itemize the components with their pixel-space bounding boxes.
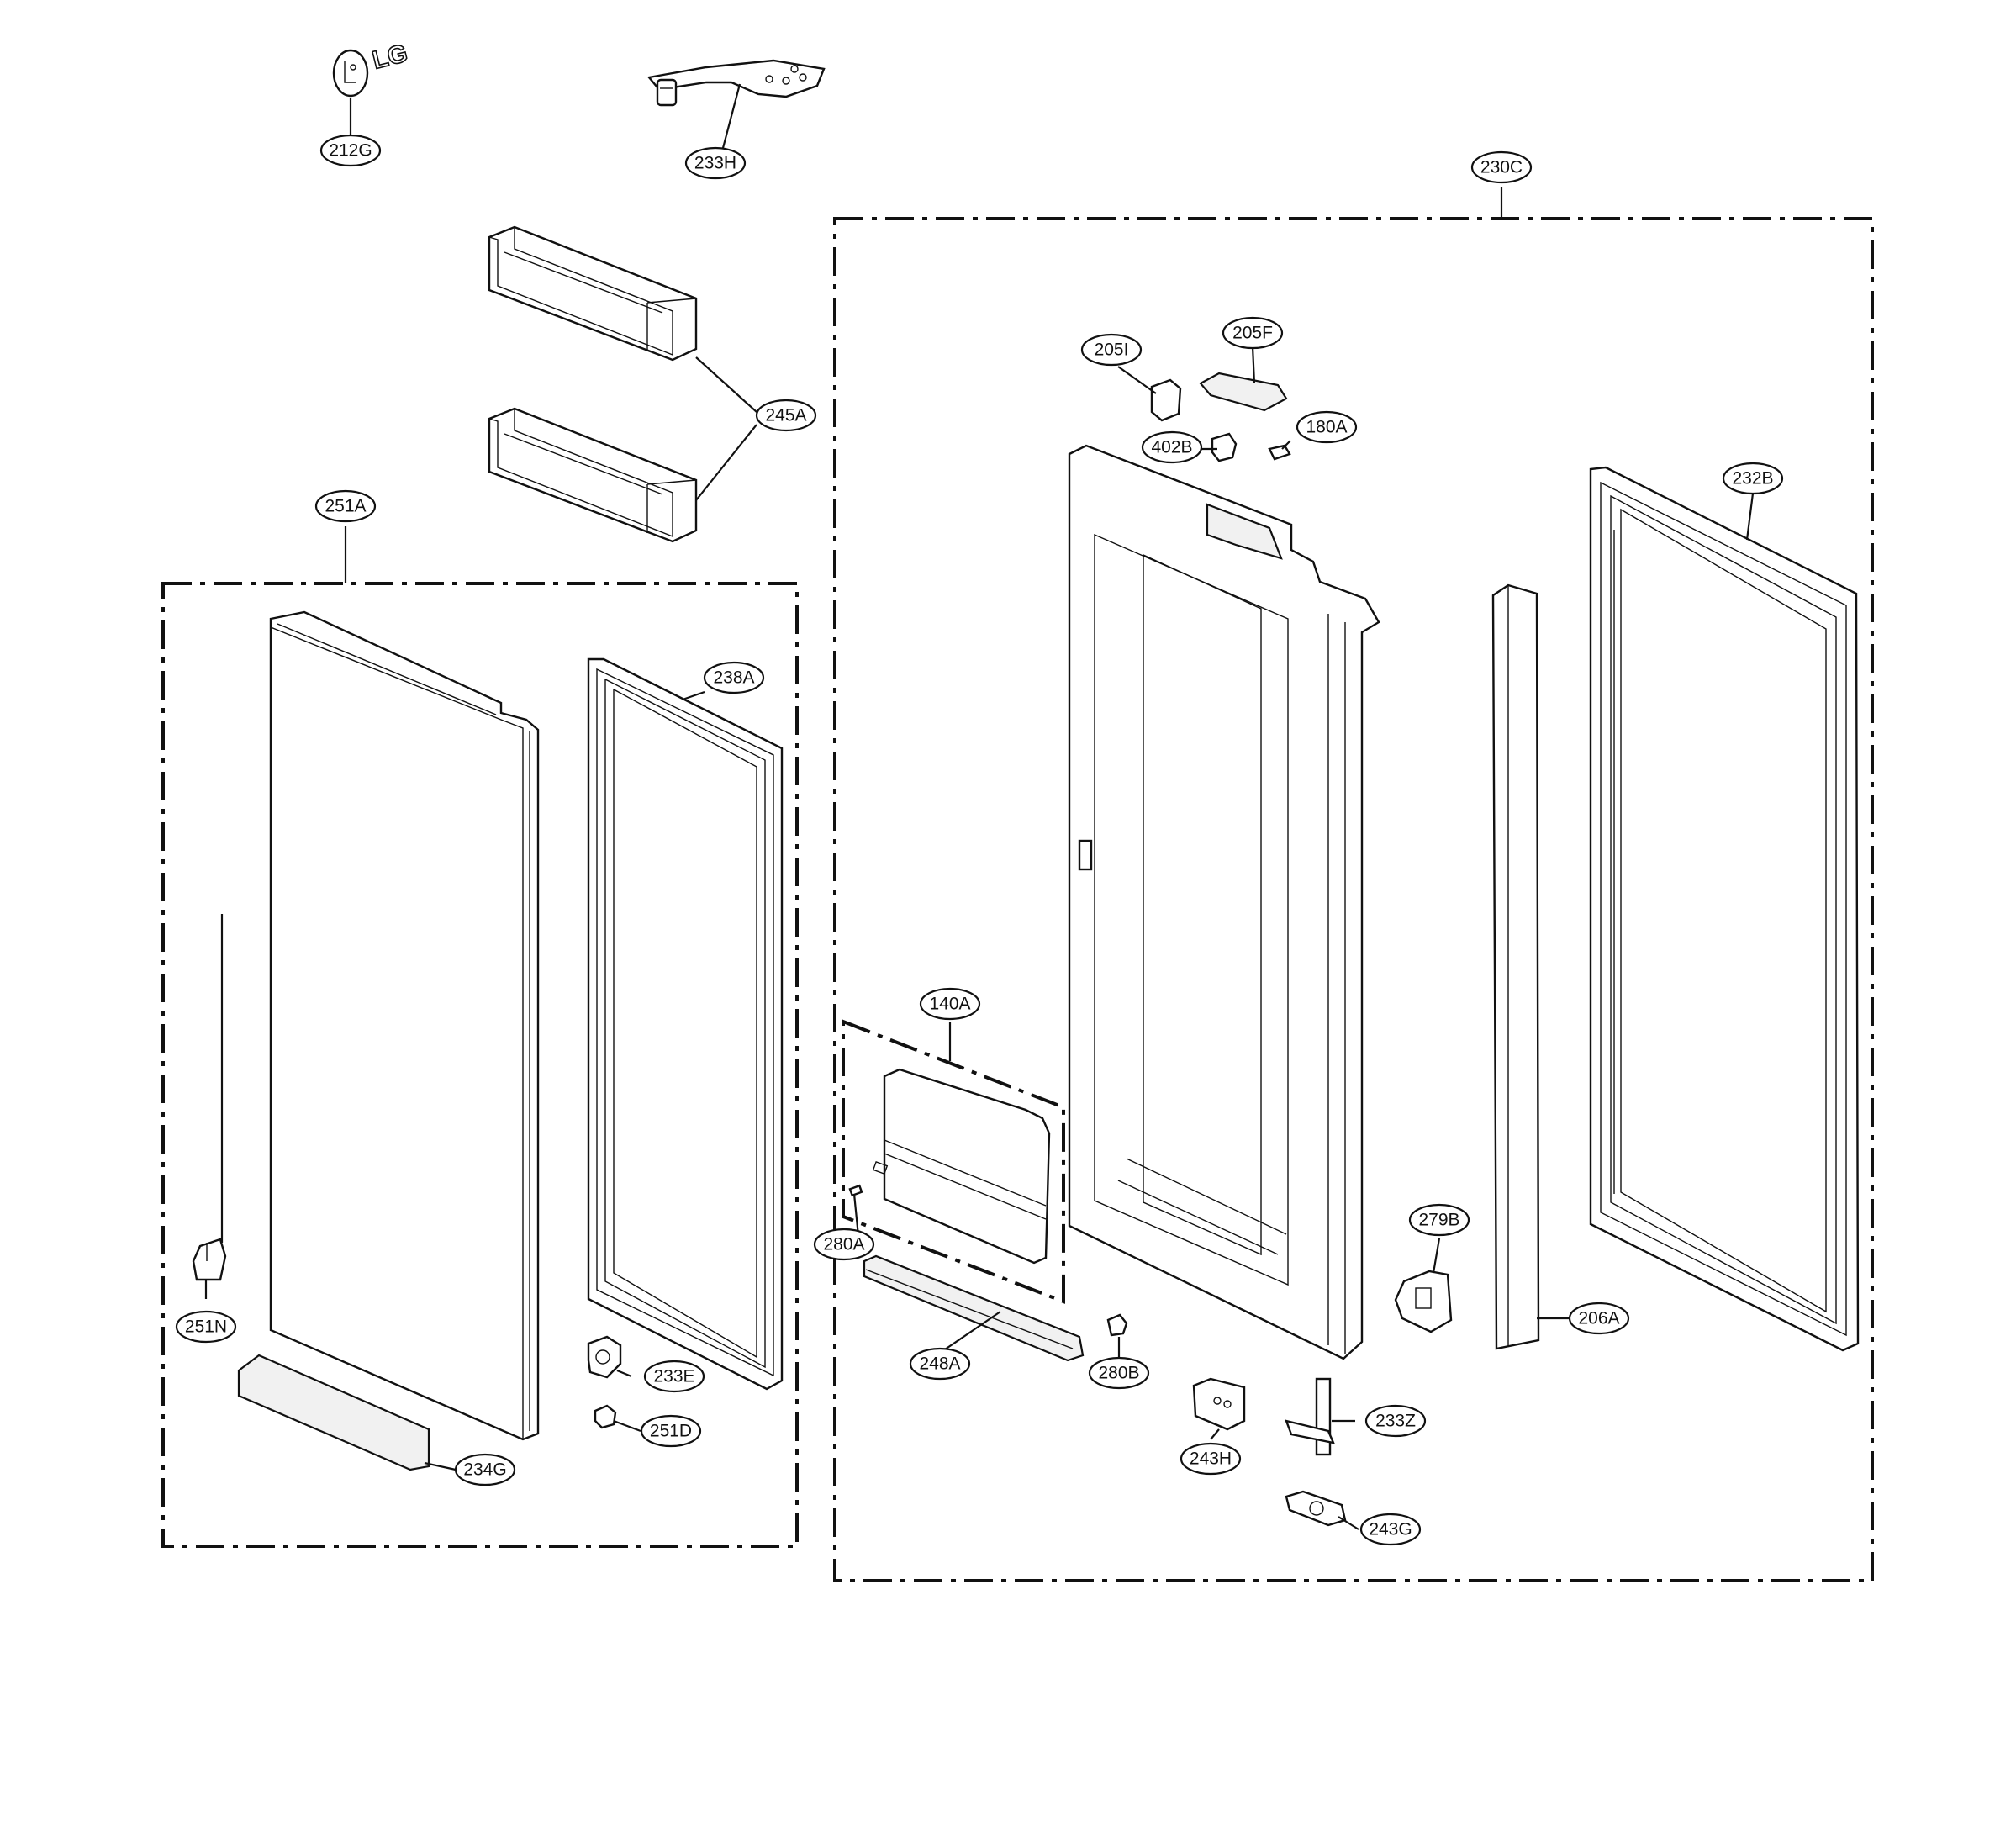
- outer-door-panel-part: [269, 610, 540, 1441]
- assembly-box-230C: [833, 217, 1874, 1582]
- callout-233H: 233H: [684, 146, 747, 180]
- callout-251A: 251A: [314, 489, 377, 523]
- lg-logo-part: LG: [332, 39, 411, 98]
- sensor-402B-part: [1211, 432, 1238, 462]
- callout-label-251N: 251N: [185, 1317, 227, 1337]
- door-bin-upper-part: [488, 225, 698, 362]
- motor-279B-part: [1394, 1270, 1453, 1333]
- callout-label-206A: 206A: [1578, 1309, 1619, 1328]
- clip-280B-part: [1106, 1313, 1128, 1337]
- callout-label-279B: 279B: [1418, 1211, 1459, 1230]
- callout-245A: 245A: [755, 399, 817, 432]
- bracket-243G-part: [1285, 1490, 1347, 1527]
- panel-140A-part: [872, 1068, 1051, 1265]
- hinge-233H-part: [646, 59, 826, 107]
- gasket-238A-part: [587, 657, 784, 1391]
- rail-248A-part: [863, 1254, 1085, 1362]
- callout-label-243H: 243H: [1190, 1449, 1232, 1469]
- callout-label-251D: 251D: [650, 1422, 692, 1441]
- callout-180A: 180A: [1296, 410, 1358, 444]
- callout-label-233H: 233H: [694, 154, 736, 173]
- callout-279B: 279B: [1408, 1203, 1470, 1237]
- callout-243H: 243H: [1180, 1442, 1242, 1476]
- callout-205F: 205F: [1222, 316, 1284, 350]
- callout-label-233Z: 233Z: [1375, 1412, 1416, 1431]
- hinge-243H-part: [1192, 1377, 1246, 1431]
- door-liner-230C-part: [1068, 444, 1380, 1360]
- callout-233E: 233E: [643, 1360, 705, 1393]
- callout-label-230C: 230C: [1480, 158, 1523, 177]
- cover-205F-part: [1199, 372, 1288, 412]
- callout-230C: 230C: [1470, 150, 1533, 184]
- callout-140A: 140A: [919, 987, 981, 1021]
- hinge-233E-part: [587, 1335, 622, 1379]
- callout-label-232B: 232B: [1732, 469, 1773, 488]
- callout-251D: 251D: [640, 1414, 702, 1448]
- lg-logo-text: LG: [370, 40, 410, 75]
- callout-label-280A: 280A: [823, 1235, 864, 1254]
- gasket-232B-part: [1589, 466, 1860, 1352]
- callout-label-234G: 234G: [463, 1460, 506, 1480]
- callout-label-280B: 280B: [1098, 1364, 1139, 1383]
- callout-label-205F: 205F: [1232, 324, 1273, 343]
- callout-402B: 402B: [1141, 430, 1203, 464]
- callout-label-140A: 140A: [929, 995, 970, 1014]
- callout-243G: 243G: [1359, 1513, 1422, 1546]
- leader-lines: [204, 83, 1755, 1530]
- callout-label-238A: 238A: [713, 668, 754, 688]
- callout-label-180A: 180A: [1306, 418, 1347, 437]
- callout-233Z: 233Z: [1364, 1404, 1427, 1438]
- callout-205I: 205I: [1080, 333, 1143, 367]
- callout-248A: 248A: [909, 1347, 971, 1381]
- callout-label-233E: 233E: [653, 1367, 694, 1386]
- cover-234G-part: [237, 1354, 430, 1471]
- callout-232B: 232B: [1722, 462, 1784, 495]
- callout-238A: 238A: [703, 661, 765, 694]
- side-strip-251N-part: [192, 914, 227, 1281]
- switch-205I-part: [1150, 378, 1182, 422]
- callout-label-248A: 248A: [919, 1354, 960, 1374]
- callout-251N: 251N: [175, 1310, 237, 1344]
- assembly-box-251A: [161, 582, 799, 1548]
- callout-label-251A: 251A: [325, 497, 366, 516]
- hinge-pin-233Z-part: [1285, 1377, 1336, 1456]
- callout-280B: 280B: [1088, 1356, 1150, 1390]
- callout-label-205I: 205I: [1095, 341, 1129, 360]
- callout-280A: 280A: [813, 1228, 875, 1261]
- clip-280A-part: [848, 1184, 863, 1197]
- callout-206A: 206A: [1568, 1302, 1630, 1335]
- callout-234G: 234G: [454, 1453, 516, 1486]
- bracket-251D-part: [594, 1404, 617, 1429]
- strip-206A-part: [1491, 583, 1540, 1350]
- door-bin-lower-part: [488, 407, 698, 543]
- magnet-180A-part: [1268, 444, 1291, 461]
- callout-212G: 212G: [319, 134, 382, 167]
- callout-label-243G: 243G: [1369, 1520, 1412, 1539]
- callout-label-402B: 402B: [1151, 438, 1192, 457]
- callout-label-245A: 245A: [765, 406, 806, 425]
- assembly-box-140A: [842, 1019, 1065, 1304]
- callout-label-212G: 212G: [329, 141, 372, 161]
